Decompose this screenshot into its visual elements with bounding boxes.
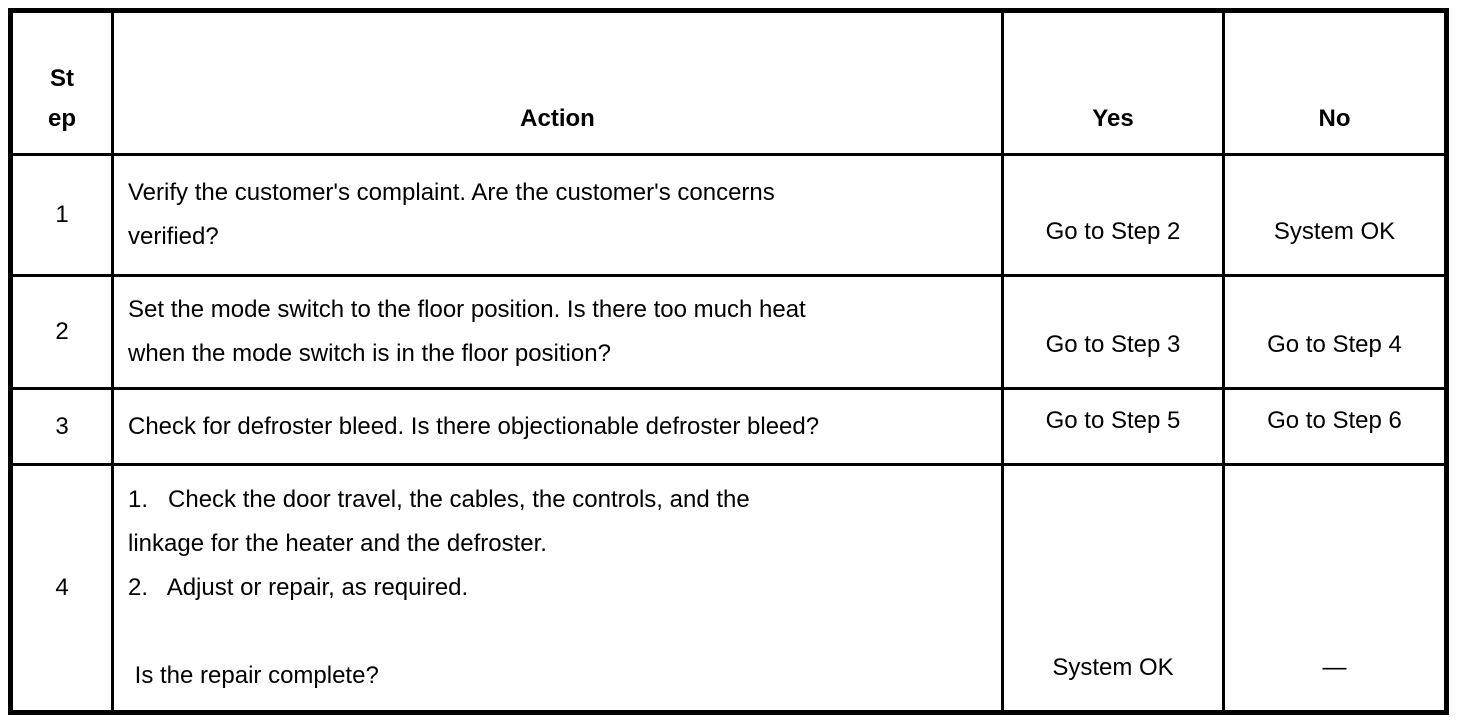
no-column-header: No — [1222, 9, 1448, 156]
step-column-header: St ep — [9, 9, 114, 156]
step-cell: 2 — [9, 274, 114, 390]
table-row: 2 Set the mode switch to the floor posit… — [9, 274, 1448, 390]
diagnostic-table: St ep Action Yes No 1 Verify the custome… — [8, 8, 1449, 715]
action-cell: 1. Check the door travel, the cables, th… — [111, 463, 1004, 714]
step-cell: 4 — [9, 463, 114, 714]
action-column-header: Action — [111, 9, 1004, 156]
yes-cell: System OK — [1001, 463, 1225, 714]
yes-cell: Go to Step 5 — [1001, 387, 1225, 466]
action-cell: Check for defroster bleed. Is there obje… — [111, 387, 1004, 466]
table-row: 4 1. Check the door travel, the cables, … — [9, 463, 1448, 714]
table-row: 1 Verify the customer's complaint. Are t… — [9, 153, 1448, 277]
table-row: 3 Check for defroster bleed. Is there ob… — [9, 387, 1448, 466]
no-cell: System OK — [1222, 153, 1448, 277]
step-cell: 1 — [9, 153, 114, 277]
no-cell: Go to Step 4 — [1222, 274, 1448, 390]
step-cell: 3 — [9, 387, 114, 466]
yes-cell: Go to Step 2 — [1001, 153, 1225, 277]
no-cell: Go to Step 6 — [1222, 387, 1448, 466]
action-cell: Verify the customer's complaint. Are the… — [111, 153, 1004, 277]
no-cell: — — [1222, 463, 1448, 714]
table-header-row: St ep Action Yes No — [9, 9, 1448, 156]
yes-column-header: Yes — [1001, 9, 1225, 156]
yes-cell: Go to Step 3 — [1001, 274, 1225, 390]
action-cell: Set the mode switch to the floor positio… — [111, 274, 1004, 390]
